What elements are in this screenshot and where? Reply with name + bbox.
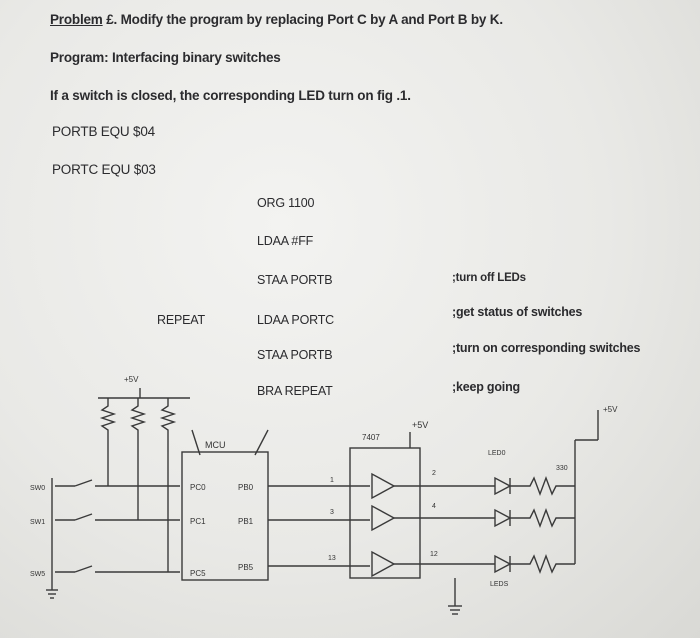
program-title: Program: Interfacing binary switches [50,50,281,65]
gate-pin-1: 1 [330,477,334,484]
vcc-left-label: +5V [124,375,139,384]
problem-text: . Modify the program by replacing Port C… [113,12,504,27]
vcc-right-label: +5V [603,405,618,414]
code-comment-6: ;keep going [452,380,520,394]
pb1-label: PB1 [238,517,254,526]
switch-label-1: SW1 [30,519,45,526]
code-line-4: LDAA PORTC [257,313,334,327]
pb5-label: PB5 [238,563,254,572]
switch-label-0: SW0 [30,485,45,492]
out-pin-12: 12 [430,551,438,558]
code-line-3: STAA PORTB [257,273,333,287]
code-line-1: ORG 1100 [257,196,315,210]
mcu-label: MCU [205,440,226,450]
pb0-label: PB0 [238,483,254,492]
description: If a switch is closed, the corresponding… [50,88,411,103]
equate-portb: PORTB EQU $04 [52,124,155,139]
chip-label: 7407 [362,433,380,442]
code-line-5: STAA PORTB [257,348,333,362]
gate-pin-13: 13 [328,555,336,562]
pc5-label: PC5 [190,569,206,578]
equate-portc: PORTC EQU $03 [52,162,156,177]
resistor-label: 330 [556,465,568,472]
problem-label: Problem [50,12,103,27]
out-pin-2: 2 [432,470,436,477]
out-pin-4: 4 [432,503,436,510]
problem-number-mark: £ [106,12,114,27]
vcc-mid-label: +5V [412,420,428,430]
code-comment-5: ;turn on corresponding switches [452,341,641,355]
gate-pin-3: 3 [330,509,334,516]
problem-heading: Problem £. Modify the program by replaci… [50,12,503,27]
led0-label: LED0 [488,450,506,457]
repeat-label: REPEAT [157,313,205,327]
code-line-2: LDAA #FF [257,234,314,248]
pc0-label: PC0 [190,483,206,492]
leds-label: LEDS [490,581,509,588]
switch-label-5: SW5 [30,571,45,578]
code-line-6: BRA REPEAT [257,384,333,398]
pc1-label: PC1 [190,517,206,526]
code-comment-4: ;get status of switches [452,305,583,319]
code-comment-3: ;turn off LEDs [452,272,526,284]
